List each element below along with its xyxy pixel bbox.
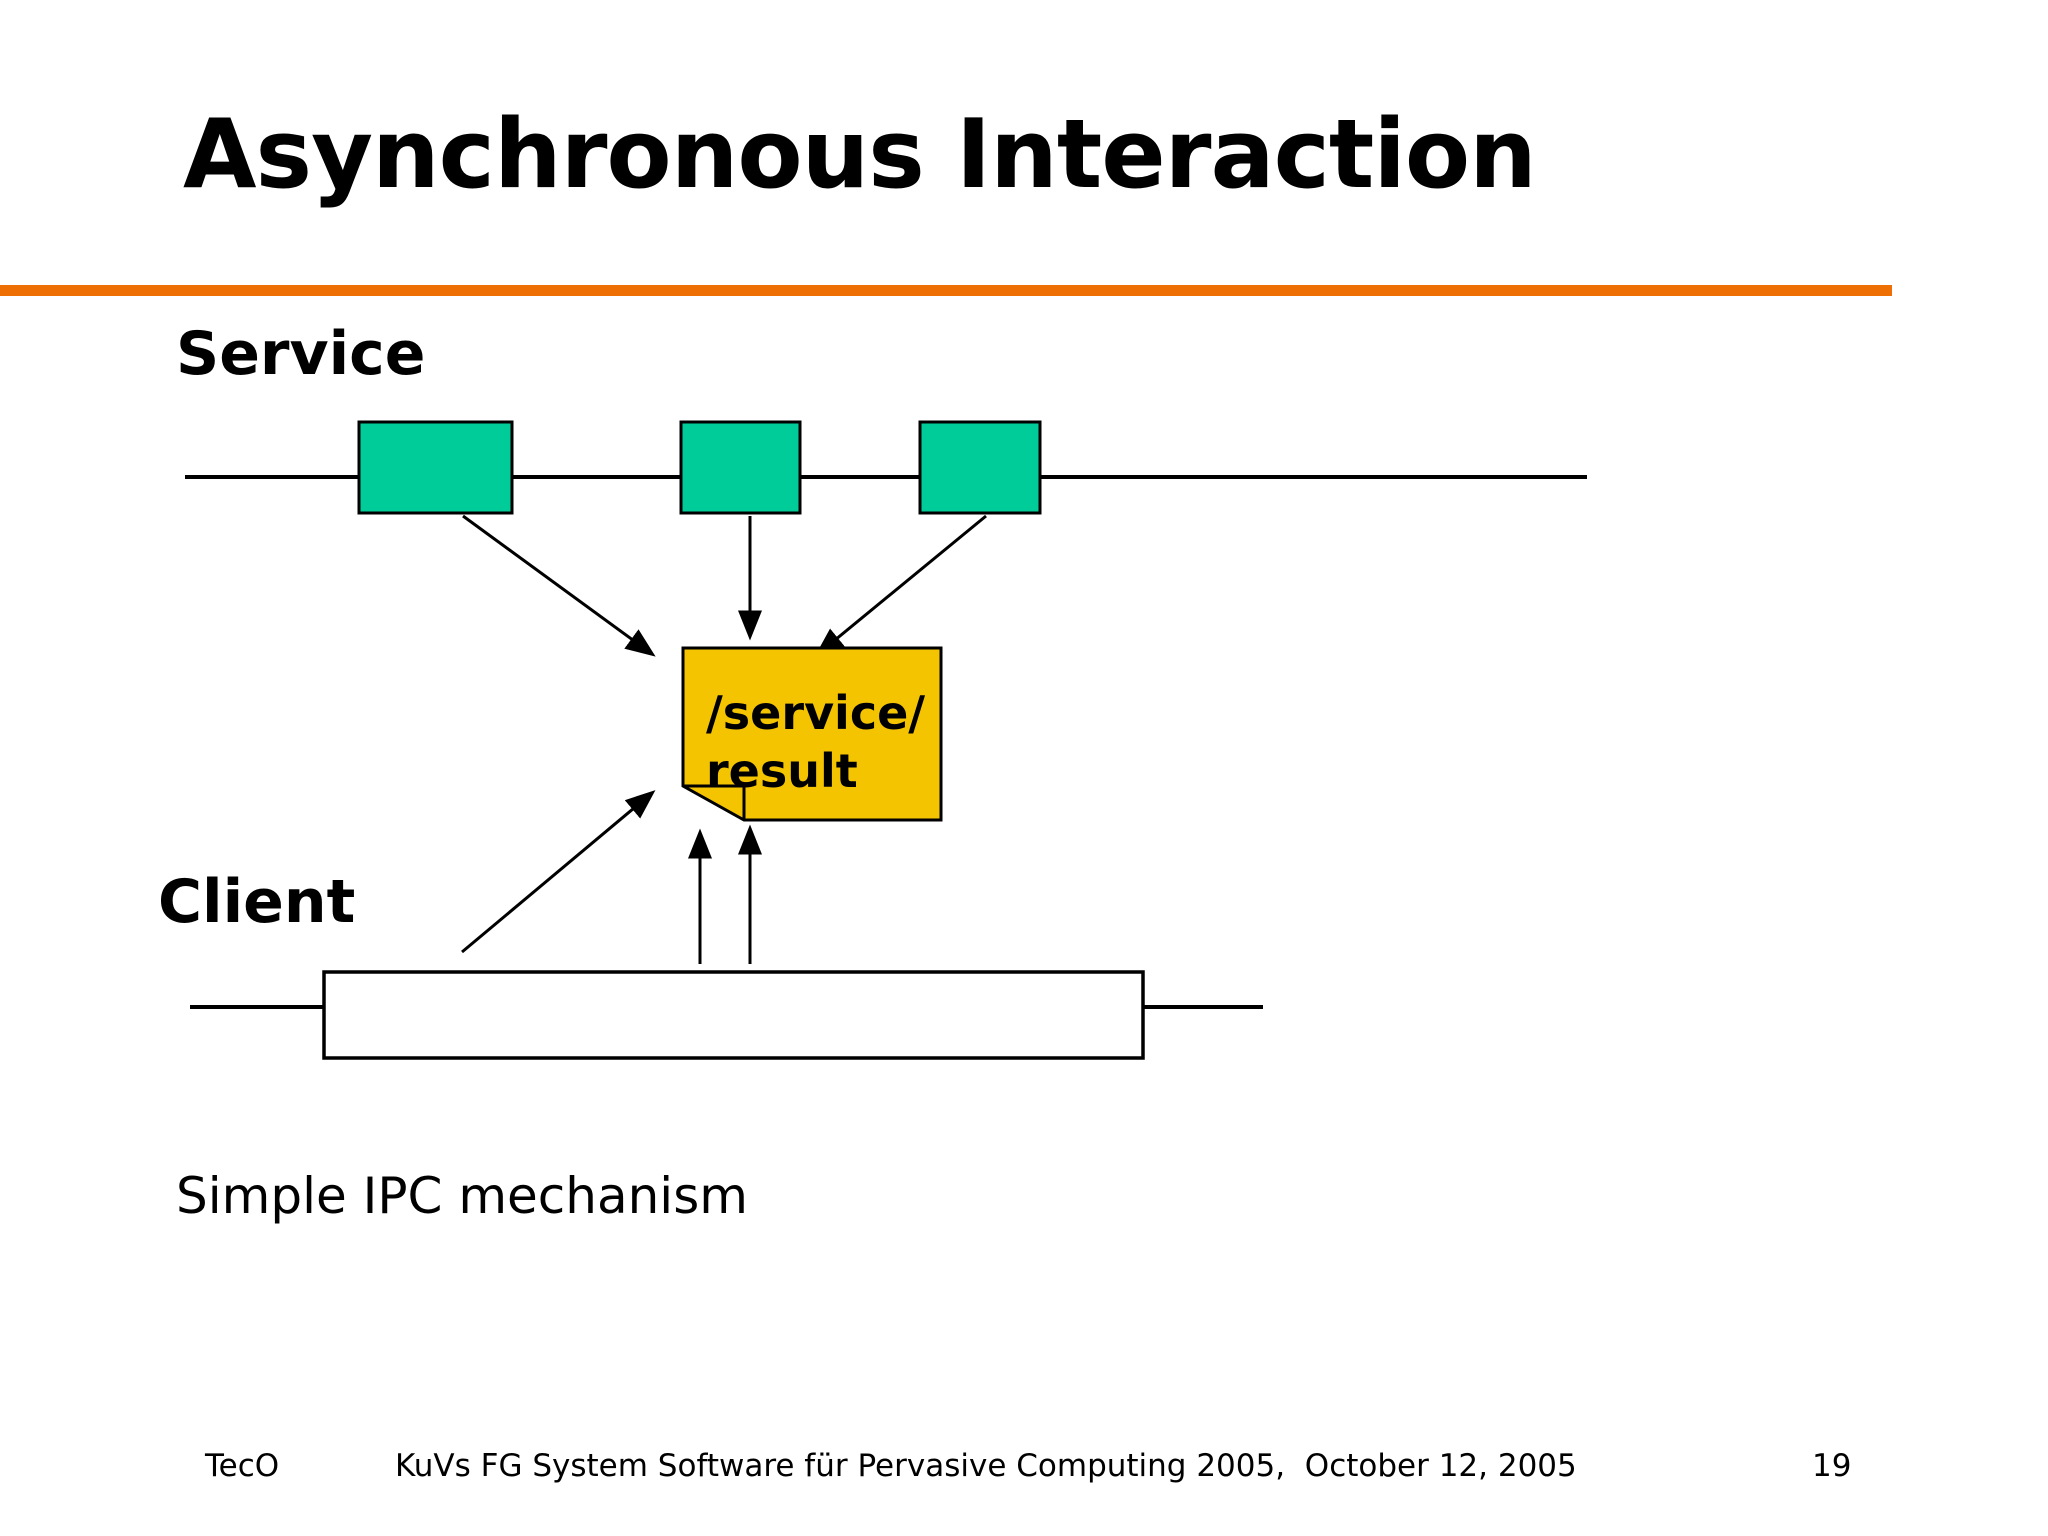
client-activation-box (322, 970, 1145, 1060)
arrow-client-diagonal-to-note (461, 790, 656, 954)
footer-event-date: KuVs FG System Software für Pervasive Co… (395, 1448, 1577, 1484)
service-result-note (681, 646, 943, 822)
note-label-line1: /service/ (706, 686, 926, 740)
arrow-service3-to-note (814, 514, 987, 657)
note-label: /service/ result (706, 684, 925, 800)
footer-organization: TecO (205, 1448, 280, 1484)
service-activation-box-3 (918, 420, 1042, 515)
caption-text: Simple IPC mechanism (176, 1167, 748, 1225)
note-label-line2: result (706, 744, 858, 798)
service-activation-box-2 (679, 420, 802, 515)
arrow-service1-to-note (462, 514, 656, 657)
note-fold-corner (683, 784, 746, 820)
footer-page-number: 19 (1812, 1448, 1852, 1484)
slide-title: Asynchronous Interaction (183, 100, 1537, 210)
client-label: Client (158, 867, 356, 937)
service-label: Service (176, 319, 426, 389)
accent-rule (0, 285, 1892, 296)
service-activation-box-1 (357, 420, 514, 515)
